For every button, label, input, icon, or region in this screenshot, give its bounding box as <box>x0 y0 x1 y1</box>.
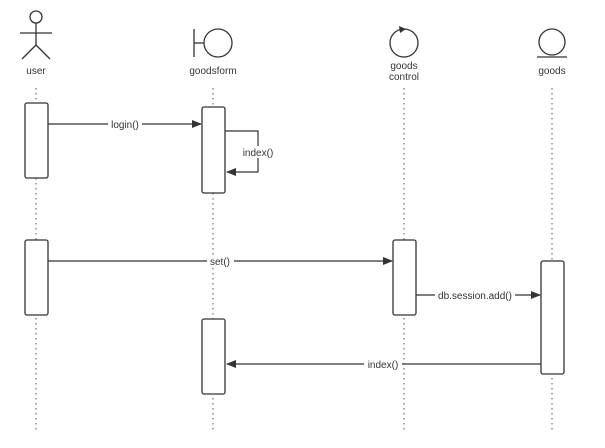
activation-user-1 <box>24 102 49 179</box>
activation-goodscontrol-1 <box>392 239 417 316</box>
message-label-index-self: index() <box>243 148 274 159</box>
control-icon <box>389 26 419 58</box>
activation-user-2 <box>24 239 49 316</box>
message-index-self: index() <box>225 130 276 176</box>
message-label-index-return: index() <box>368 360 399 371</box>
message-label-set: set() <box>210 257 230 268</box>
participant-label-goods: goods <box>538 66 565 77</box>
entity-icon <box>537 28 567 58</box>
message-db-session-add: db.session.add() <box>416 289 541 302</box>
boundary-icon <box>193 28 233 58</box>
message-set: set() <box>48 255 393 268</box>
message-login: login() <box>48 118 202 131</box>
participant-label-goodscontrol-line1: goods <box>390 61 417 72</box>
message-index-return: index() <box>226 358 541 371</box>
activation-goodsform-1 <box>201 106 226 194</box>
message-label-db-session-add: db.session.add() <box>438 291 512 302</box>
activation-goodsform-2 <box>201 318 226 395</box>
participant-label-goodsform: goodsform <box>189 66 236 77</box>
message-label-login: login() <box>111 120 139 131</box>
participant-label-goodscontrol-line2: control <box>389 72 419 83</box>
activation-goods-1 <box>540 260 565 375</box>
participant-label-user: user <box>26 66 46 77</box>
actor-icon <box>20 10 52 60</box>
